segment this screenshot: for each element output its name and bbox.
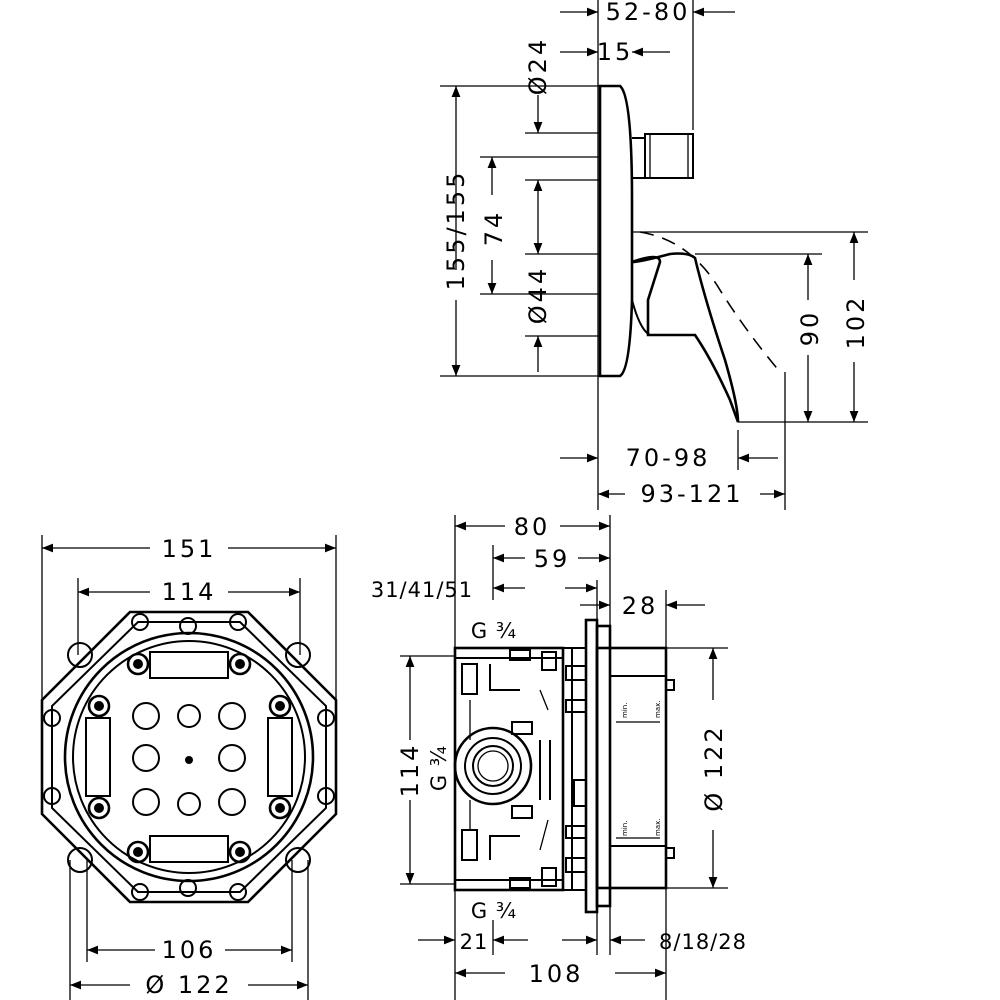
scale-max-upper: max. [654, 701, 662, 718]
dim-8-18-28: 8/18/28 [659, 930, 747, 954]
dim-59: 59 [534, 545, 571, 573]
dim-52-80: 52-80 [606, 0, 691, 26]
dim-93-121: 93-121 [640, 480, 743, 508]
dim-d44: Ø44 [524, 266, 552, 324]
scale-max-lower: max. [654, 819, 662, 836]
dim-108: 108 [529, 960, 584, 988]
dim-d122-side: Ø 122 [700, 724, 728, 811]
thread-label-bottom: G ¾ [471, 899, 517, 923]
thread-label-top: G ¾ [471, 619, 517, 643]
dim-80: 80 [514, 513, 551, 541]
scale-min-upper: min. [621, 703, 629, 718]
thread-label-middle: G ¾ [427, 745, 451, 791]
valve-profile-view: 52-80 15 155/155 74 Ø24 Ø44 90 102 70-98 [440, 0, 870, 510]
dim-155-155: 155/155 [442, 170, 470, 291]
dim-d122-front: Ø 122 [145, 971, 232, 999]
dim-114-side: 114 [396, 743, 424, 798]
dim-21: 21 [460, 930, 489, 954]
dim-31-41-51: 31/41/51 [371, 578, 473, 602]
body-front-view: 151 114 106 Ø 122 [40, 535, 338, 1000]
dim-90: 90 [796, 310, 824, 347]
dim-d24: Ø24 [524, 37, 552, 95]
dim-114-front: 114 [162, 578, 217, 606]
dim-28: 28 [622, 592, 659, 620]
body-side-view: min. max. min. max. 80 59 31/41/51 28 G … [371, 513, 747, 1000]
scale-min-lower: min. [621, 821, 629, 836]
dim-106: 106 [162, 936, 217, 964]
dim-102: 102 [842, 295, 870, 350]
dim-74: 74 [480, 210, 508, 247]
dim-70-98: 70-98 [626, 444, 711, 472]
dim-15: 15 [597, 38, 634, 66]
dim-151: 151 [162, 535, 217, 563]
